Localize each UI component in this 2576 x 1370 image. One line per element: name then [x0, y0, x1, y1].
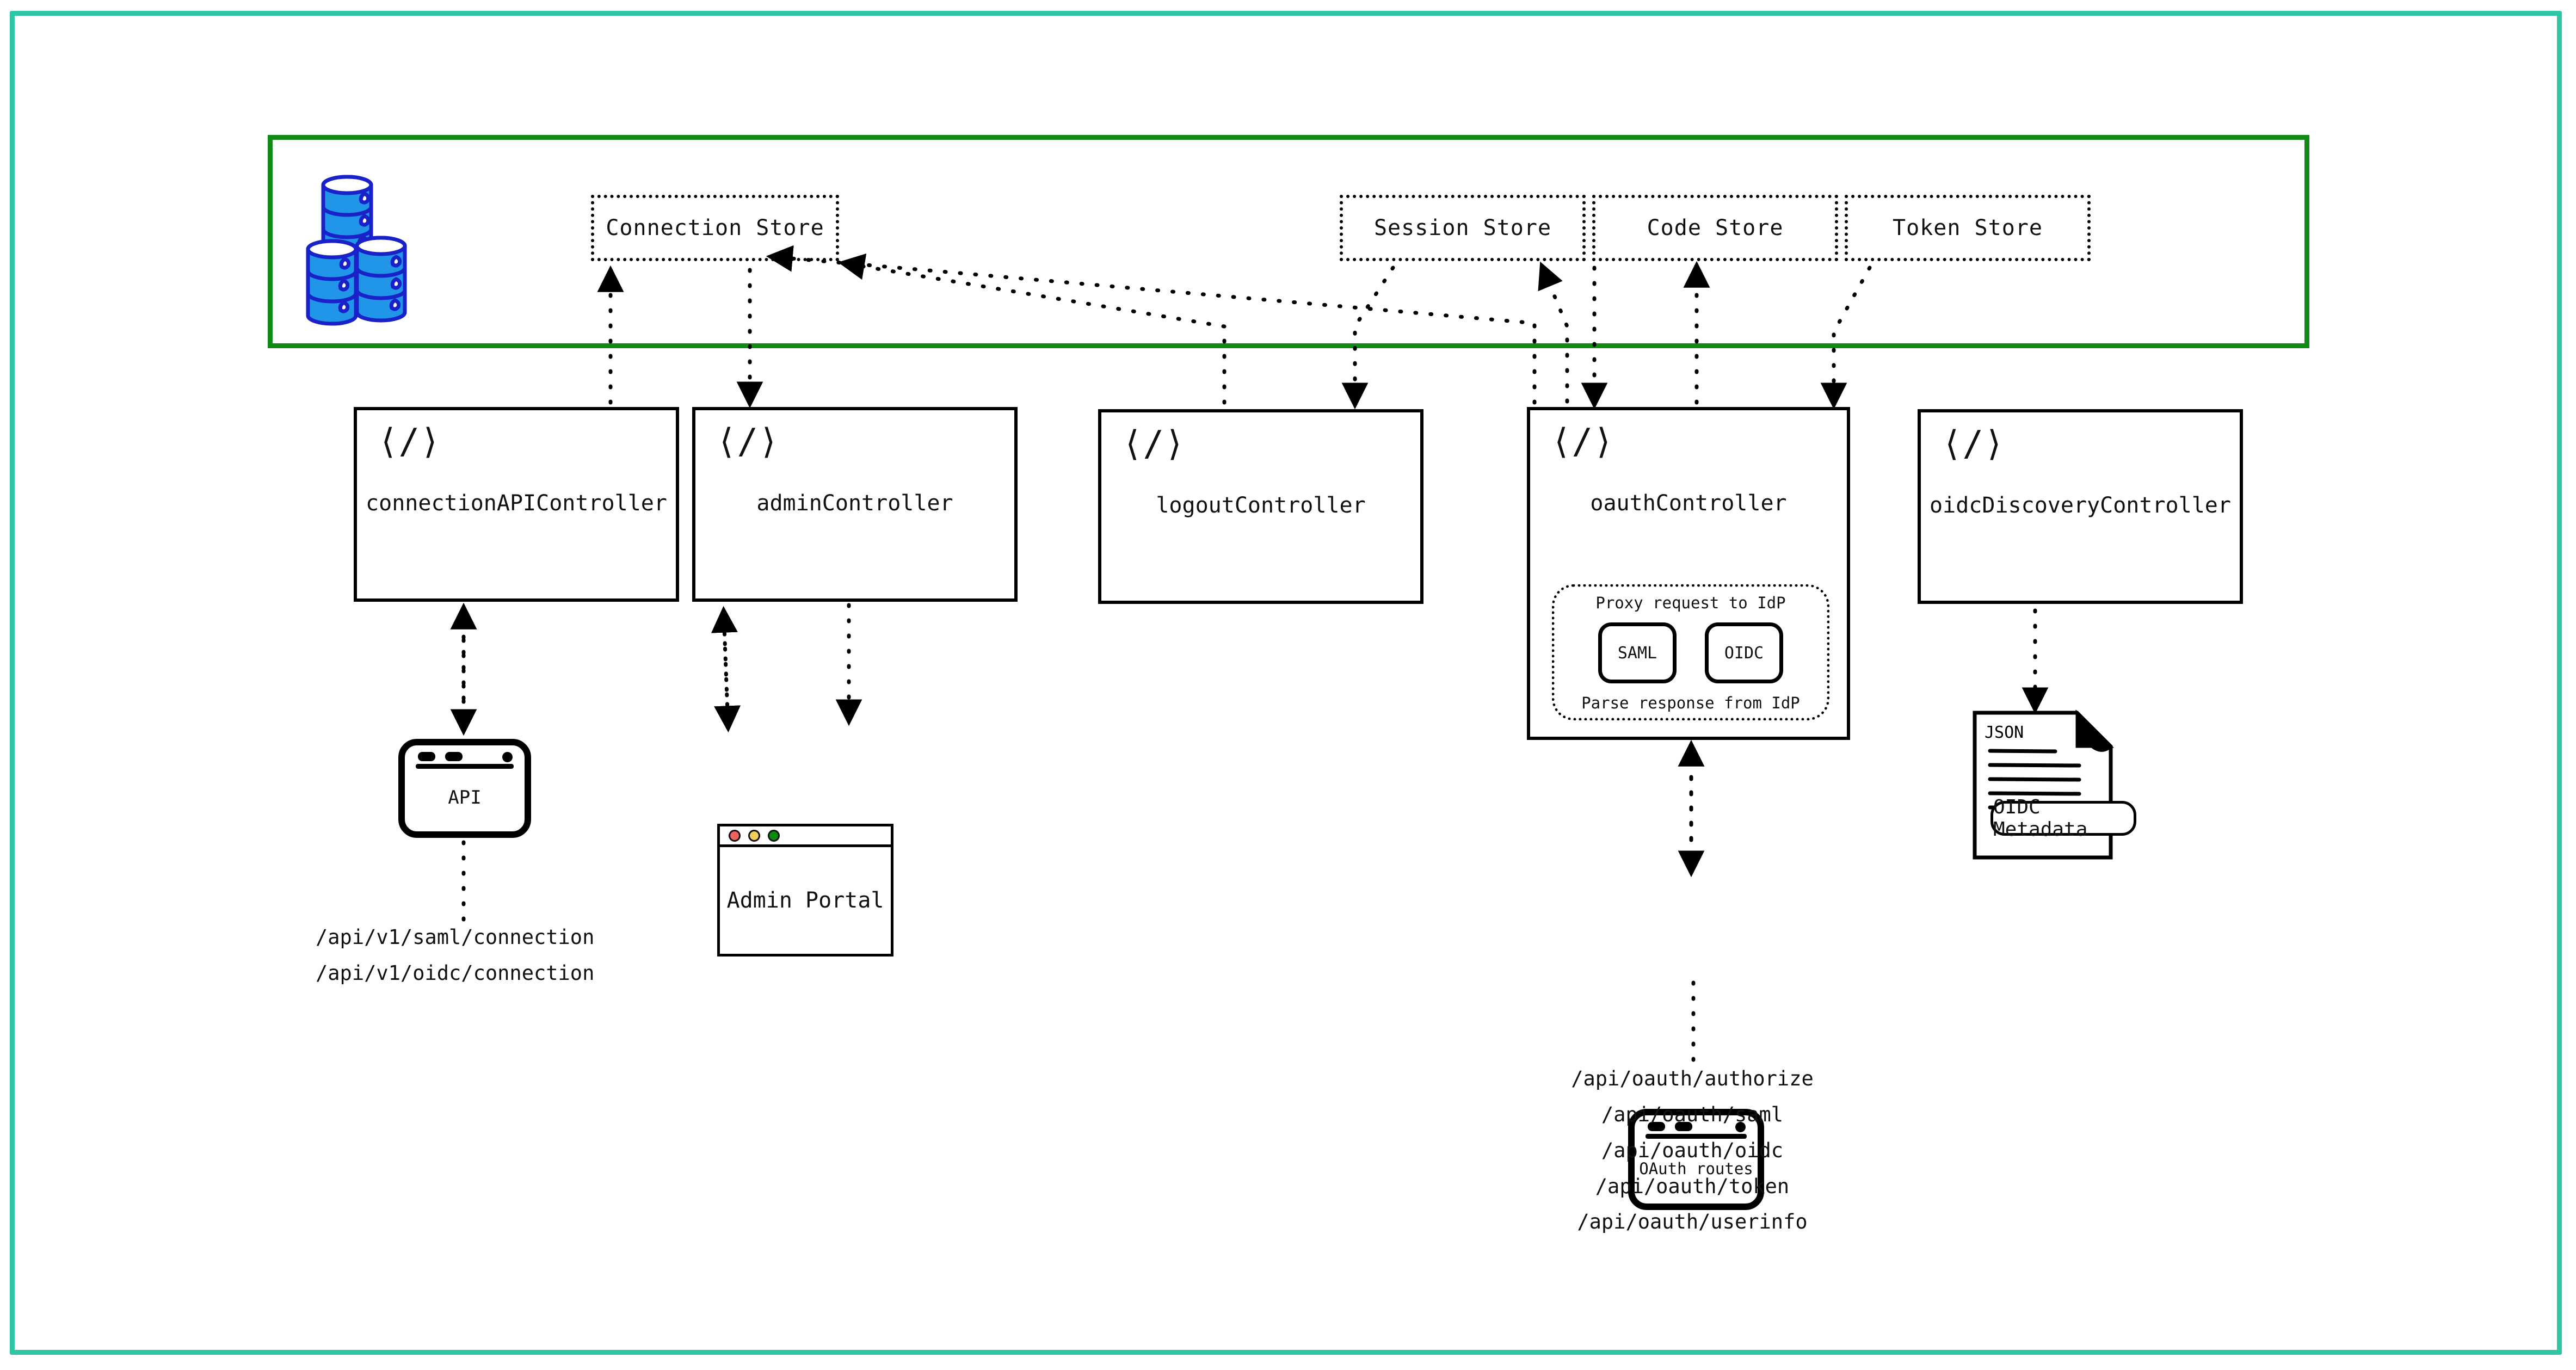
code-store-label: Code Store [1647, 215, 1784, 240]
idp-protocol-chips: SAML OIDC [1598, 622, 1783, 683]
minimize-dot-icon[interactable] [748, 829, 760, 842]
controller-card-admincontroller[interactable]: ⟨/⟩ adminController [692, 407, 1018, 602]
code-brackets-icon: ⟨/⟩ [1942, 424, 2005, 464]
controller-card-logoutcontroller[interactable]: ⟨/⟩ logoutController [1098, 409, 1423, 604]
browser-dot-icon [502, 752, 513, 762]
browser-tab-icon [1648, 1122, 1665, 1131]
admin-portal-window[interactable]: Admin Portal [717, 824, 893, 956]
code-brackets-icon: ⟨/⟩ [1551, 422, 1614, 462]
session-store-box[interactable]: Session Store [1340, 195, 1586, 261]
window-body: Admin Portal [720, 847, 891, 954]
saml-chip[interactable]: SAML [1598, 622, 1677, 683]
oauth-paths: /api/oauth/authorize /api/oauth/saml /ap… [1551, 1061, 1834, 1240]
token-store-label: Token Store [1893, 215, 2043, 240]
controller-label: logoutController [1156, 493, 1366, 518]
oidc-chip-label: OIDC [1724, 643, 1764, 663]
close-dot-icon[interactable] [729, 829, 741, 842]
path-item: /api/oauth/userinfo [1577, 1210, 1808, 1234]
controller-card-oidcdiscoverycontroller[interactable]: ⟨/⟩ oidcDiscoveryController [1918, 409, 2243, 604]
path-item: /api/v1/oidc/connection [316, 961, 595, 985]
oauth-routes-label: OAuth routes [1639, 1159, 1753, 1178]
controller-label: oidcDiscoveryController [1930, 493, 2231, 518]
code-brackets-icon: ⟨/⟩ [378, 422, 441, 462]
controller-label: connectionAPIController [366, 491, 667, 516]
connection-api-paths: /api/v1/saml/connection /api/v1/oidc/con… [316, 919, 594, 991]
idp-proxy-group: Proxy request to IdP SAML OIDC Parse res… [1552, 584, 1829, 720]
admin-portal-label: Admin Portal [726, 888, 884, 913]
controller-label: adminController [756, 491, 953, 516]
saml-chip-label: SAML [1617, 643, 1657, 663]
oauth-routes-node[interactable]: OAuth routes [1628, 1109, 1764, 1210]
path-item: /api/oauth/authorize [1571, 1067, 1814, 1090]
oidc-metadata-text: OIDC Metadata [1993, 796, 2088, 841]
session-store-label: Session Store [1373, 215, 1552, 240]
window-titlebar [720, 826, 891, 847]
path-item: /api/oauth/saml [1601, 1102, 1784, 1126]
proxy-request-label: Proxy request to IdP [1595, 594, 1786, 612]
parse-response-label: Parse response from IdP [1581, 694, 1800, 712]
outer-frame-border [10, 11, 2562, 1355]
path-item: /api/oauth/oidc [1601, 1138, 1784, 1162]
oidc-metadata-label[interactable]: OIDC Metadata [1990, 796, 2136, 841]
maximize-dot-icon[interactable] [768, 829, 780, 842]
browser-tab-icon [418, 752, 435, 761]
browser-divider-icon [1646, 1134, 1747, 1139]
api-node[interactable]: API [398, 739, 531, 838]
code-brackets-icon: ⟨/⟩ [716, 422, 779, 462]
api-node-label: API [448, 787, 482, 809]
connection-store-label: Connection Store [606, 215, 824, 240]
code-store-box[interactable]: Code Store [1592, 195, 1838, 261]
connection-store-box[interactable]: Connection Store [591, 195, 839, 261]
controller-card-oauthcontroller[interactable]: ⟨/⟩ oauthController Proxy request to IdP… [1527, 407, 1850, 740]
path-item: /api/oauth/token [1595, 1174, 1790, 1198]
browser-tab-icon [1675, 1122, 1692, 1131]
controller-label: oauthController [1590, 491, 1787, 516]
path-item: /api/v1/saml/connection [316, 925, 595, 949]
controller-card-connectionapicontroller[interactable]: ⟨/⟩ connectionAPIController [354, 407, 679, 602]
oidc-chip[interactable]: OIDC [1705, 622, 1783, 683]
browser-tab-icon [445, 752, 463, 761]
browser-dot-icon [1735, 1122, 1746, 1132]
browser-divider-icon [416, 764, 514, 769]
token-store-box[interactable]: Token Store [1845, 195, 2091, 261]
code-brackets-icon: ⟨/⟩ [1122, 424, 1185, 464]
